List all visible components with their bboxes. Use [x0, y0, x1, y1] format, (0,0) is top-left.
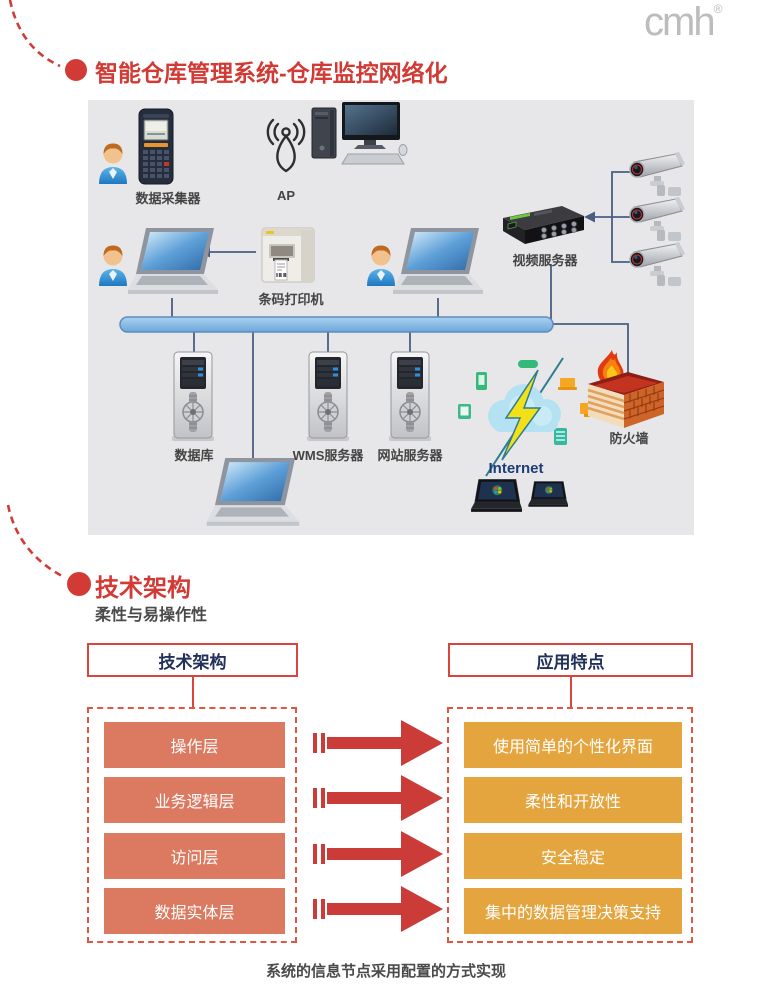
network-bus-bar — [119, 316, 554, 333]
section-title: 技术架构 — [95, 575, 191, 602]
layer-box: 访问层 — [104, 833, 285, 879]
accent-curve-top — [8, 0, 87, 81]
connector-line-right — [570, 677, 572, 708]
section-subtitle: 柔性与易操作性 — [95, 607, 208, 624]
server-tower-icon — [387, 350, 433, 442]
label-firewall: 防火墙 — [609, 431, 649, 446]
bullet-dot-icon — [67, 572, 91, 596]
label-web-server: 网站服务器 — [377, 448, 443, 463]
label-internet: Internet — [488, 460, 544, 477]
arrow-to-videoserver-icon — [584, 211, 595, 223]
label-barcode-printer: 条码打印机 — [258, 292, 324, 307]
header-box-features: 应用特点 — [448, 643, 693, 677]
network-diagram-panel: 数据采集器 AP 条码打印机 视频服务器 数据库 WMS服务器 网站服务器 In… — [88, 100, 694, 535]
page-title: 智能仓库管理系统-仓库监控网络化 — [95, 60, 448, 86]
logo-text: cmh — [644, 0, 716, 44]
laptop-icon — [128, 228, 220, 300]
layer-box: 操作层 — [104, 722, 285, 768]
cctv-camera-icon — [624, 197, 688, 243]
lightning-bolt-icon — [501, 369, 542, 461]
layer-box: 数据实体层 — [104, 888, 285, 934]
flow-arrow-icon — [313, 886, 443, 932]
laptop-icon — [393, 228, 485, 300]
feature-box: 柔性和开放性 — [464, 777, 682, 823]
label-data-collector: 数据采集器 — [135, 191, 201, 206]
features-container: 使用简单的个性化界面 柔性和开放性 安全稳定 集中的数据管理决策支持 — [447, 707, 693, 943]
label-ap: AP — [276, 188, 296, 203]
label-video-server: 视频服务器 — [512, 253, 578, 268]
cctv-camera-icon — [624, 152, 688, 198]
feature-box: 使用简单的个性化界面 — [464, 722, 682, 768]
feature-box: 集中的数据管理决策支持 — [464, 888, 682, 934]
brand-logo: cmh® — [644, 2, 722, 42]
tech-layers-container: 操作层 业务逻辑层 访问层 数据实体层 — [87, 707, 297, 943]
accent-curve-bottom — [6, 504, 91, 596]
black-laptop-icon — [468, 478, 522, 518]
section-caption: 系统的信息节点采用配置的方式实现 — [266, 963, 507, 980]
worker-avatar-icon — [96, 140, 130, 184]
server-tower-icon — [170, 350, 216, 442]
desktop-computer-icon — [311, 102, 408, 165]
feature-box: 安全稳定 — [464, 833, 682, 879]
barcode-printer-icon — [261, 227, 315, 283]
handheld-terminal-icon — [138, 108, 174, 185]
worker-avatar-icon — [96, 242, 130, 286]
registered-mark: ® — [713, 2, 723, 16]
black-laptop-icon — [526, 481, 568, 511]
layer-box: 业务逻辑层 — [104, 777, 285, 823]
firewall-icon — [587, 350, 665, 428]
connector-line-left — [192, 677, 194, 708]
bullet-dot-icon — [65, 59, 87, 81]
wifi-ap-icon — [266, 118, 306, 173]
header-box-tech: 技术架构 — [87, 643, 298, 677]
flow-arrow-icon — [313, 720, 443, 766]
cctv-camera-icon — [624, 242, 688, 288]
video-server-icon — [503, 206, 584, 244]
label-wms-server: WMS服务器 — [292, 448, 364, 463]
flow-arrow-icon — [313, 831, 443, 877]
flow-arrow-icon — [313, 775, 443, 821]
laptop-icon — [206, 458, 302, 532]
internet-cloud-icon — [458, 357, 594, 477]
label-database: 数据库 — [174, 448, 214, 463]
server-tower-icon — [305, 350, 351, 442]
